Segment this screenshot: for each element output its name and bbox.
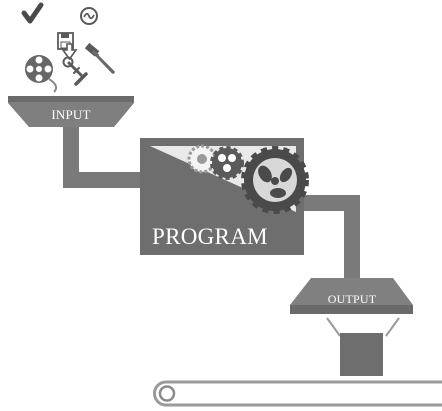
gear-icon — [187, 144, 309, 214]
connector-pipes — [63, 118, 360, 278]
output-chute — [326, 317, 400, 376]
checkmark-icon — [21, 2, 44, 24]
program-label: PROGRAM — [152, 224, 268, 249]
wrench-icon — [62, 56, 85, 79]
input-icons — [21, 2, 116, 93]
output-funnel: OUTPUT — [290, 278, 413, 314]
hammer-icon — [84, 42, 116, 74]
input-funnel: INPUT — [8, 96, 134, 127]
film-reel-icon — [25, 55, 58, 93]
program-box: PROGRAM — [140, 138, 309, 255]
clock-icon — [80, 7, 98, 25]
down-arrow-icon — [61, 43, 78, 61]
input-label: INPUT — [51, 107, 90, 122]
output-label: OUTPUT — [328, 292, 377, 306]
screwdriver-icon — [74, 72, 88, 86]
conveyor-belt — [153, 380, 442, 407]
